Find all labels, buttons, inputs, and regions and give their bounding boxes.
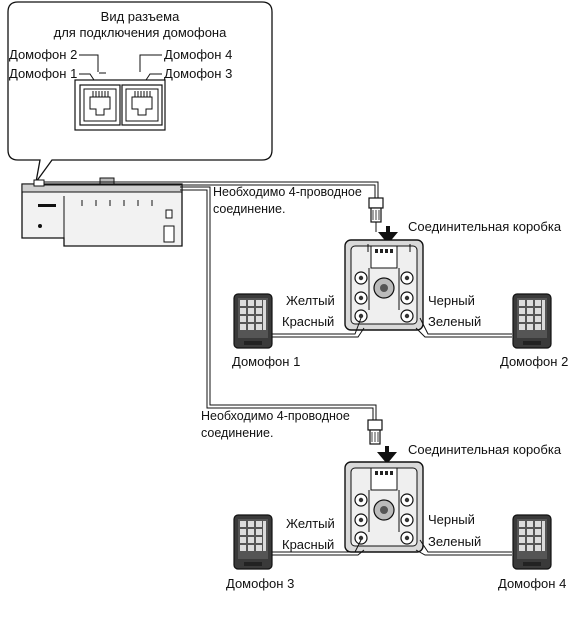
wire-label-black: Черный (428, 512, 475, 527)
callout-port-right-top: Домофон 4 (164, 47, 232, 62)
main-unit (21, 177, 183, 247)
note-line1: Необходимо 4-проводное (213, 185, 362, 199)
down-arrow-icon (378, 226, 398, 244)
note-line1: Необходимо 4-проводное (201, 409, 350, 423)
wire-label-green: Зеленый (428, 314, 481, 329)
junction-box-label: Соединительная коробка (408, 219, 562, 234)
doorphone-jack-pair (74, 79, 166, 131)
wire-label-black: Черный (428, 293, 475, 308)
junction-box-label: Соединительная коробка (408, 442, 562, 457)
note-line2: соединение. (213, 202, 285, 216)
doorphone-label-right: Домофон 4 (498, 576, 566, 591)
doorphone-keypad-left (233, 514, 273, 570)
connection-block-1: Необходимо 4-проводное соединение. Соеди… (213, 185, 568, 369)
junction-box (344, 239, 424, 331)
callout-title-line2: для подключения домофона (54, 25, 227, 40)
callout-port-left-bottom: Домофон 1 (9, 66, 77, 81)
doorphone-keypad-left (233, 293, 273, 349)
wire-label-yellow: Желтый (286, 516, 335, 531)
callout-port-left-top: Домофон 2 (9, 47, 77, 62)
callout-port-right-bottom: Домофон 3 (164, 66, 232, 81)
doorphone-wires (272, 317, 512, 338)
doorphone-wires (272, 539, 512, 556)
wire-label-yellow: Желтый (286, 293, 335, 308)
doorphone-label-right: Домофон 2 (500, 354, 568, 369)
wire-label-red: Красный (282, 537, 334, 552)
main-cables (44, 181, 379, 420)
doorphone-keypad-right (512, 514, 552, 570)
doorphone-label-left: Домофон 3 (226, 576, 294, 591)
down-arrow-icon (377, 446, 397, 464)
modular-plug (367, 419, 383, 445)
jack-callout: Вид разъема для подключения домофона Дом… (7, 1, 273, 183)
wire-label-green: Зеленый (428, 534, 481, 549)
wire-label-red: Красный (282, 314, 334, 329)
connection-block-2: Необходимо 4-проводное соединение. Соеди… (201, 409, 566, 591)
junction-box (344, 461, 424, 553)
note-line2: соединение. (201, 426, 273, 440)
modular-plug (368, 197, 384, 223)
callout-title-line1: Вид разъема (101, 9, 180, 24)
doorphone-label-left: Домофон 1 (232, 354, 300, 369)
doorphone-keypad-right (512, 293, 552, 349)
